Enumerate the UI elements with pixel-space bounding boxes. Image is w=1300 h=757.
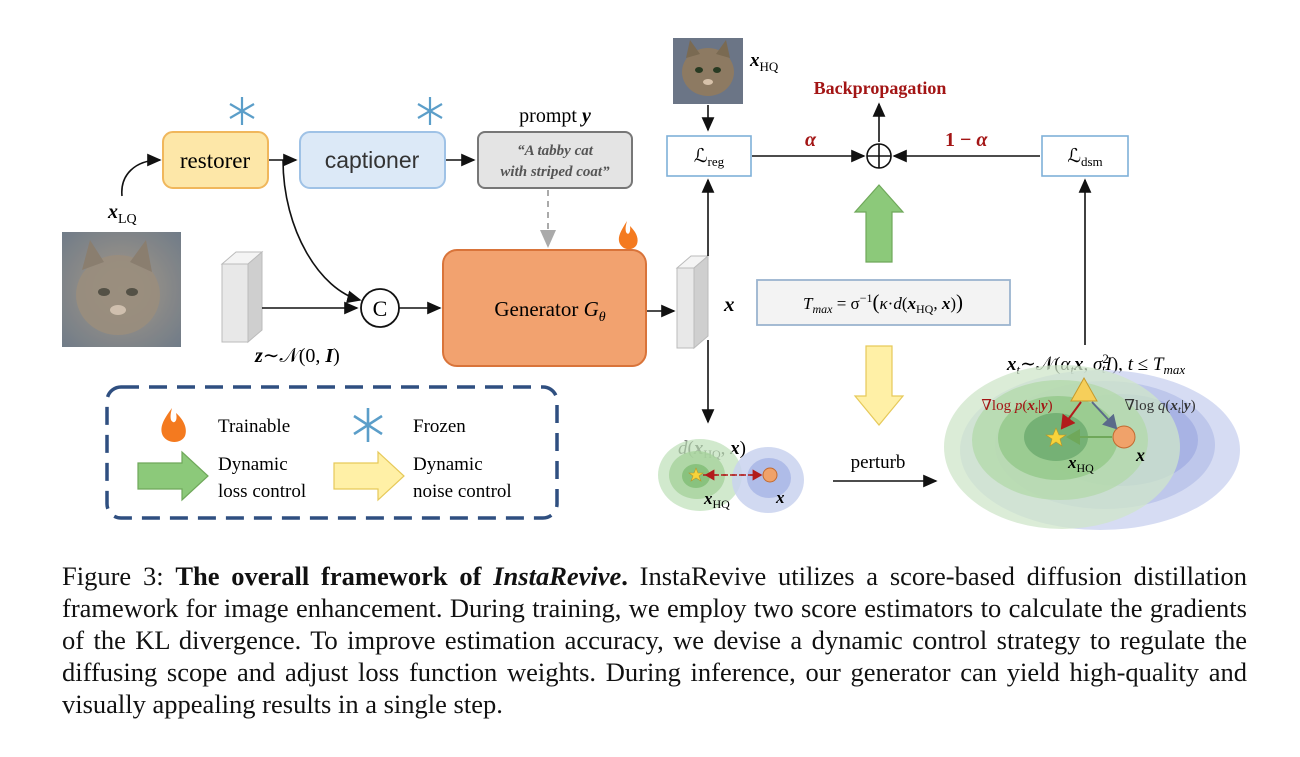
legend-dynamic-loss-2: loss control xyxy=(218,481,306,502)
captioner-box xyxy=(299,131,446,189)
caption-body: InstaRevive utilizes a score-based diffu… xyxy=(62,561,1248,719)
noise-label: z∼𝒩(0, I) xyxy=(254,345,340,367)
legend-trainable: Trainable xyxy=(218,416,290,437)
l-dsm-box xyxy=(1041,135,1129,177)
dynamic-loss-arrow xyxy=(853,184,905,263)
fire-icon xyxy=(161,408,186,442)
small-x-label: x xyxy=(775,488,785,507)
prompt-text-line2: with striped coat” xyxy=(500,164,610,180)
legend-dynamic-noise-2: noise control xyxy=(413,481,512,502)
backprop-label: Backpropagation xyxy=(814,78,947,98)
snowflake-icon xyxy=(229,97,255,125)
tmax-box xyxy=(756,279,1011,326)
one-minus-alpha-label: 1 − α xyxy=(945,129,988,151)
output-block xyxy=(675,254,710,350)
prompt-text-line1: “A tabby cat xyxy=(517,143,594,159)
sum-node xyxy=(866,143,892,169)
l-reg-box xyxy=(666,135,752,177)
legend-box xyxy=(105,385,559,520)
snowflake-icon xyxy=(417,97,443,125)
caption-title: The overall framework of InstaRevive. xyxy=(175,561,628,591)
prompt-box xyxy=(477,131,633,189)
legend-yellow-arrow xyxy=(333,450,405,502)
snowflake-icon xyxy=(353,408,383,442)
x-hq-label: xHQ xyxy=(749,50,779,74)
restorer-box xyxy=(162,131,269,189)
legend-green-arrow xyxy=(137,450,209,502)
legend-dynamic-noise-1: Dynamic xyxy=(413,454,483,475)
restorer-label: restorer xyxy=(180,148,251,173)
small-distribution-plot xyxy=(658,439,804,513)
big-distribution-plot xyxy=(944,365,1240,530)
figure-number: Figure 3: xyxy=(62,561,164,591)
figure-caption: Figure 3: The overall framework of Insta… xyxy=(62,560,1247,720)
generator-label: Generator Gθ xyxy=(494,297,605,325)
x-output-label: x xyxy=(723,292,735,316)
prompt-label: prompt y xyxy=(519,105,591,127)
x-lq-label: xLQ xyxy=(107,201,137,227)
noise-block xyxy=(220,250,264,344)
grad-q-label: ∇log q(xt|y) xyxy=(1124,398,1195,416)
grad-p-label: ∇log p(xt|y) xyxy=(981,398,1052,416)
perturb-label: perturb xyxy=(851,452,906,473)
hq-cat-image xyxy=(673,38,743,104)
captioner-label: captioner xyxy=(325,147,420,173)
lq-cat-image xyxy=(62,232,181,347)
alpha-label: α xyxy=(805,129,817,151)
dynamic-noise-arrow xyxy=(853,345,905,426)
framework-diagram: xLQ restorer captioner prompt y “A tabby… xyxy=(62,38,1240,530)
generator-box xyxy=(442,249,647,367)
concat-label: C xyxy=(373,296,388,321)
fire-icon xyxy=(618,221,638,250)
big-x-label: x xyxy=(1135,445,1145,465)
legend-frozen: Frozen xyxy=(413,416,466,437)
legend-dynamic-loss-1: Dynamic xyxy=(218,454,288,475)
